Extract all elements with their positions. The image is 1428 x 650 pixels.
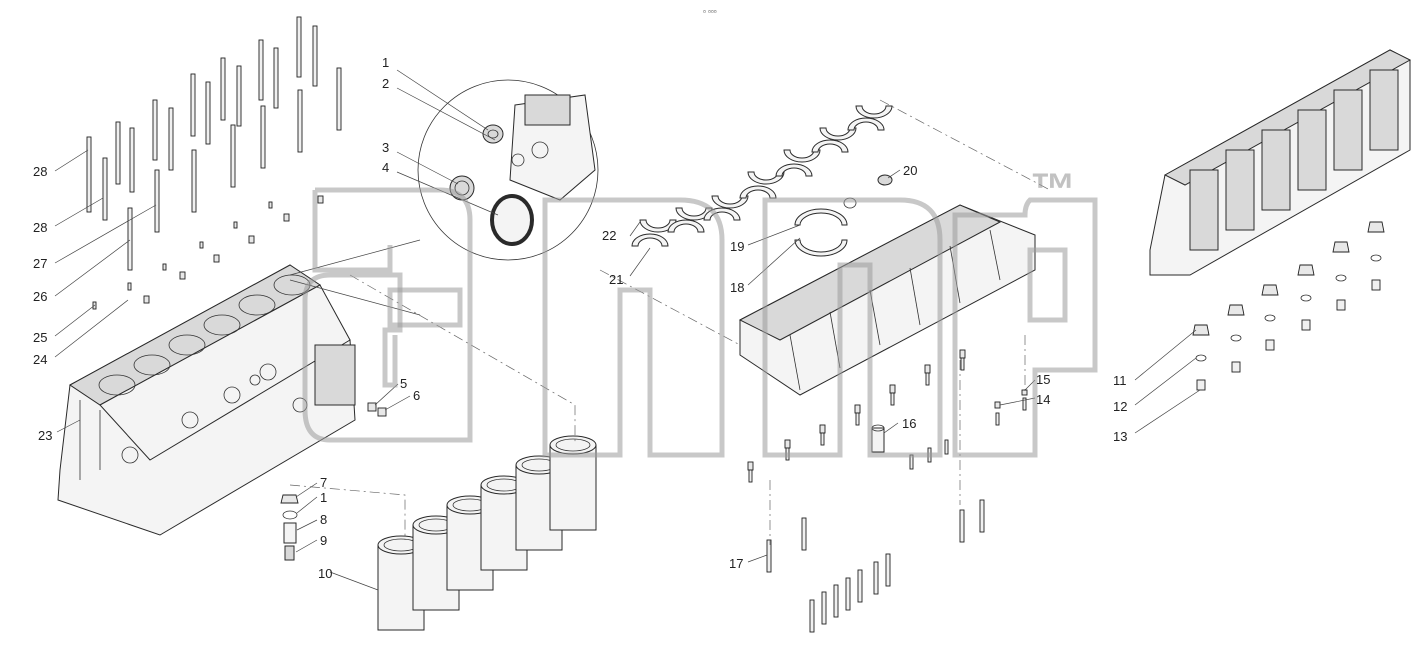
callout-15: 15	[1036, 372, 1050, 387]
callout-21: 21	[609, 272, 623, 287]
head-bolt-group	[86, 16, 342, 271]
callout-11: 11	[1113, 373, 1127, 388]
callout-28-bottom: 28	[33, 220, 47, 235]
valve-parts	[280, 494, 299, 561]
callout-19: 19	[730, 239, 744, 254]
callout-17: 17	[729, 556, 743, 571]
plug-parts	[367, 402, 387, 417]
callout-5: 5	[400, 376, 407, 391]
callout-2: 2	[382, 76, 389, 91]
callout-10: 10	[318, 566, 332, 581]
callout-13: 13	[1113, 429, 1127, 444]
watermark-tm: ™	[1030, 163, 1076, 215]
callout-24: 24	[33, 352, 47, 367]
callout-4: 4	[382, 160, 389, 175]
callout-6: 6	[413, 388, 420, 403]
callout-20: 20	[903, 163, 917, 178]
watermark-logo: ™	[302, 163, 1098, 458]
callout-18: 18	[730, 280, 744, 295]
thrust-washer-group	[794, 174, 893, 257]
main-bearing-bolt-group	[747, 349, 1028, 633]
callout-14: 14	[1036, 392, 1050, 407]
detail-view	[289, 79, 599, 316]
callout-16: 16	[902, 416, 916, 431]
header-mark: ▫ ▫▫▫	[703, 7, 717, 16]
callout-27: 27	[33, 256, 47, 271]
assembly-lines	[289, 99, 1051, 545]
leader-lines	[54, 69, 1201, 591]
callout-28-top: 28	[33, 164, 47, 179]
callout-1-valve: 1	[320, 490, 327, 505]
cylinder-block	[57, 264, 356, 536]
main-bearing-shell-group	[631, 105, 893, 247]
crankcase-ladder	[738, 204, 1036, 453]
cap-nut-washer-group	[1192, 221, 1385, 391]
callout-23: 23	[38, 428, 52, 443]
crankcase-upper	[1149, 49, 1412, 276]
callout-labels: 1 2 3 4 5 6 7 1 8 9 10 11 12 13 14 15 16…	[33, 55, 1127, 581]
callout-26: 26	[33, 289, 47, 304]
dowel-pin-group	[92, 195, 324, 310]
callout-25: 25	[33, 330, 47, 345]
callout-8: 8	[320, 512, 327, 527]
callout-1: 1	[382, 55, 389, 70]
callout-9: 9	[320, 533, 327, 548]
callout-22: 22	[602, 228, 616, 243]
cylinder-liner-group	[377, 435, 597, 631]
callout-12: 12	[1113, 399, 1127, 414]
callout-3: 3	[382, 140, 389, 155]
callout-7: 7	[320, 475, 327, 490]
